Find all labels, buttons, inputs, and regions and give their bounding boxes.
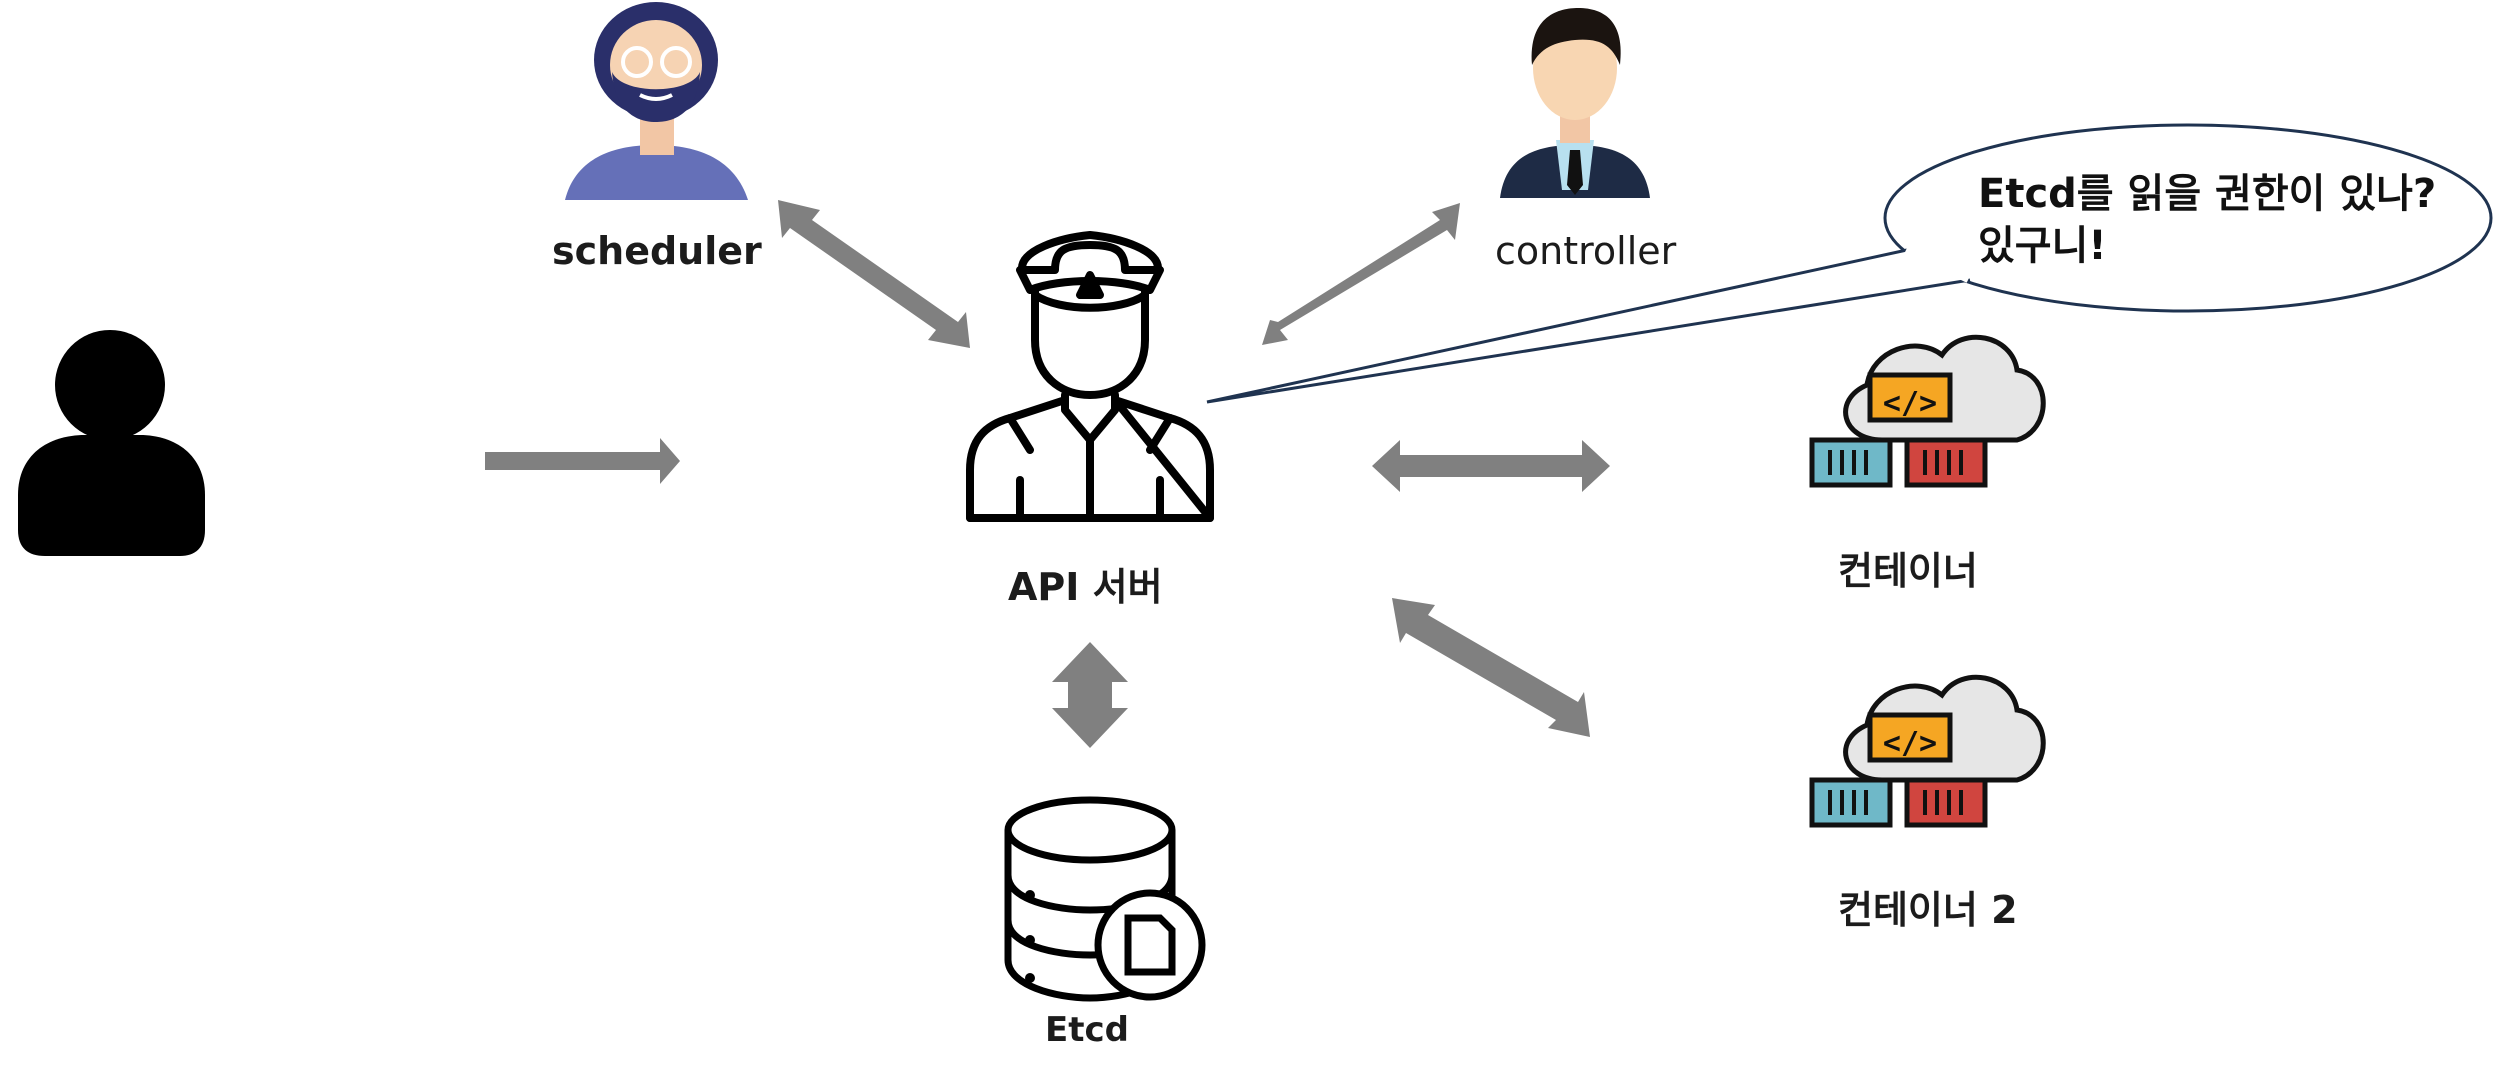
container2-label: 컨테이너 2 [1838, 888, 2018, 932]
arrow-user-to-api [485, 438, 680, 484]
arrow-controller-api [1262, 203, 1460, 345]
arrow-scheduler-api [778, 200, 970, 348]
callout-line-1: Etcd를 읽을 권한이 있나? [1978, 171, 2437, 217]
callout-text: Etcd를 읽을 권한이 있나? 있구니! [1978, 168, 2436, 272]
arrow-api-container1 [1372, 440, 1610, 492]
speech-callout [1206, 123, 2493, 404]
api-server-label: API 서버 [1008, 565, 1163, 609]
scheduler-avatar-icon [565, 2, 748, 200]
controller-avatar-icon [1500, 8, 1650, 198]
user-icon [18, 330, 205, 556]
code-icon: </> [1883, 726, 1937, 761]
scheduler-label: scheduler [552, 229, 762, 273]
etcd-label: Etcd [1045, 1010, 1129, 1050]
arrow-api-etcd [1052, 642, 1128, 748]
police-officer-icon [966, 231, 1214, 522]
controller-label: controller [1495, 229, 1677, 273]
database-icon [1004, 796, 1206, 1002]
code-icon: </> [1883, 386, 1937, 421]
arrow-api-container2 [1392, 598, 1590, 737]
container1-label: 컨테이너 [1838, 549, 1978, 593]
callout-line-2: 있구니! [1978, 223, 2107, 269]
